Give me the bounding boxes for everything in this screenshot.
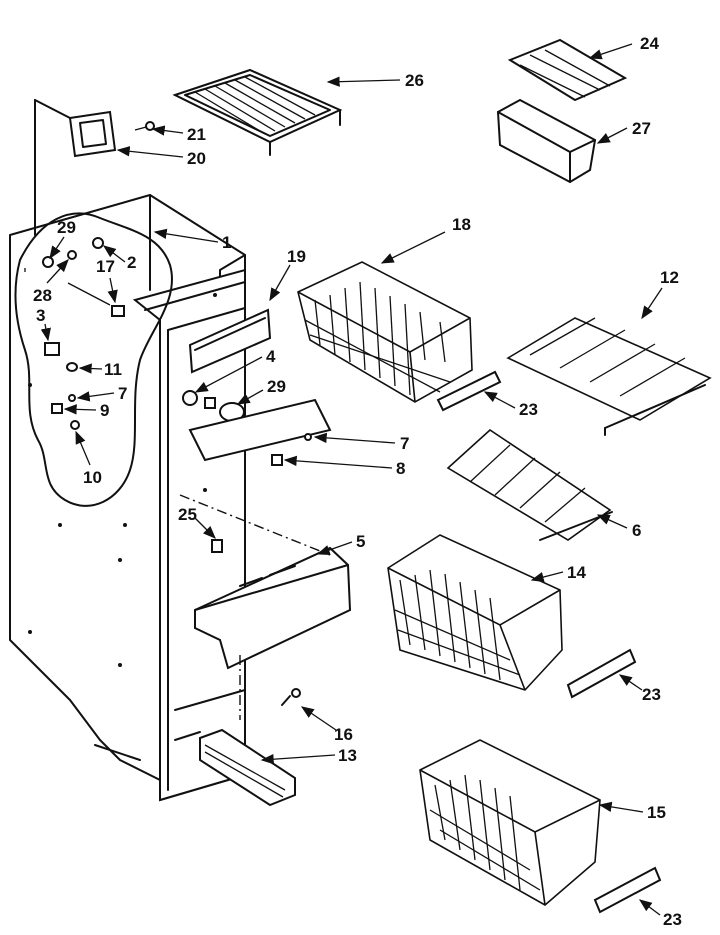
ice-bucket [496,98,597,184]
toe-grille [199,728,296,807]
callout-13: 13 [338,746,357,765]
leader-lines [40,43,663,916]
callout-5: 5 [356,532,365,551]
top-shelf [172,68,343,156]
callout-15: 15 [647,803,666,822]
light-shield [188,308,272,374]
basket-18 [297,261,473,403]
wire-shelf-12 [506,317,712,436]
dash-line [179,494,331,556]
bracket-assembly [34,99,155,236]
callout-7-a: 7 [118,384,127,403]
callout-14: 14 [567,563,586,582]
callout-labels: 26 24 27 21 20 1 29 2 17 28 3 11 7 9 10 … [33,34,682,929]
callout-7-b: 7 [400,434,409,453]
basket-rail-15 [593,866,662,914]
basket-15 [419,739,601,906]
callout-9: 9 [100,401,109,420]
freezer-liner [9,194,246,802]
callout-29-a: 29 [57,218,76,237]
control-cover [194,546,352,670]
basket-rail-14 [566,648,637,699]
callout-25: 25 [178,505,197,524]
callout-18: 18 [452,215,471,234]
callout-8: 8 [396,459,405,478]
callout-17: 17 [96,257,115,276]
callout-29-b: 29 [267,377,286,396]
blob-components [24,237,125,430]
callout-4: 4 [266,347,276,366]
wire-shelf-6 [446,428,613,541]
callout-24: 24 [640,34,659,53]
callout-1: 1 [222,233,231,252]
callout-28: 28 [33,286,52,305]
callout-23-c: 23 [663,910,682,929]
callout-3: 3 [36,306,45,325]
basket-rail-18 [436,370,502,412]
basket-14 [387,534,563,691]
screw-16 [281,688,301,706]
callout-6: 6 [632,521,641,540]
callout-16: 16 [334,725,353,744]
callout-23-b: 23 [642,685,661,704]
callout-12: 12 [660,268,679,287]
callout-2: 2 [127,253,136,272]
callout-26: 26 [405,71,424,90]
callout-23-a: 23 [519,400,538,419]
switch-plate [188,398,332,466]
part-25-shape [211,539,223,553]
callout-19: 19 [287,247,306,266]
callout-27: 27 [632,119,651,138]
callout-10: 10 [83,468,102,487]
ice-tray [507,38,628,102]
callout-21: 21 [187,125,206,144]
callout-11: 11 [104,360,122,379]
callout-20: 20 [187,149,206,168]
